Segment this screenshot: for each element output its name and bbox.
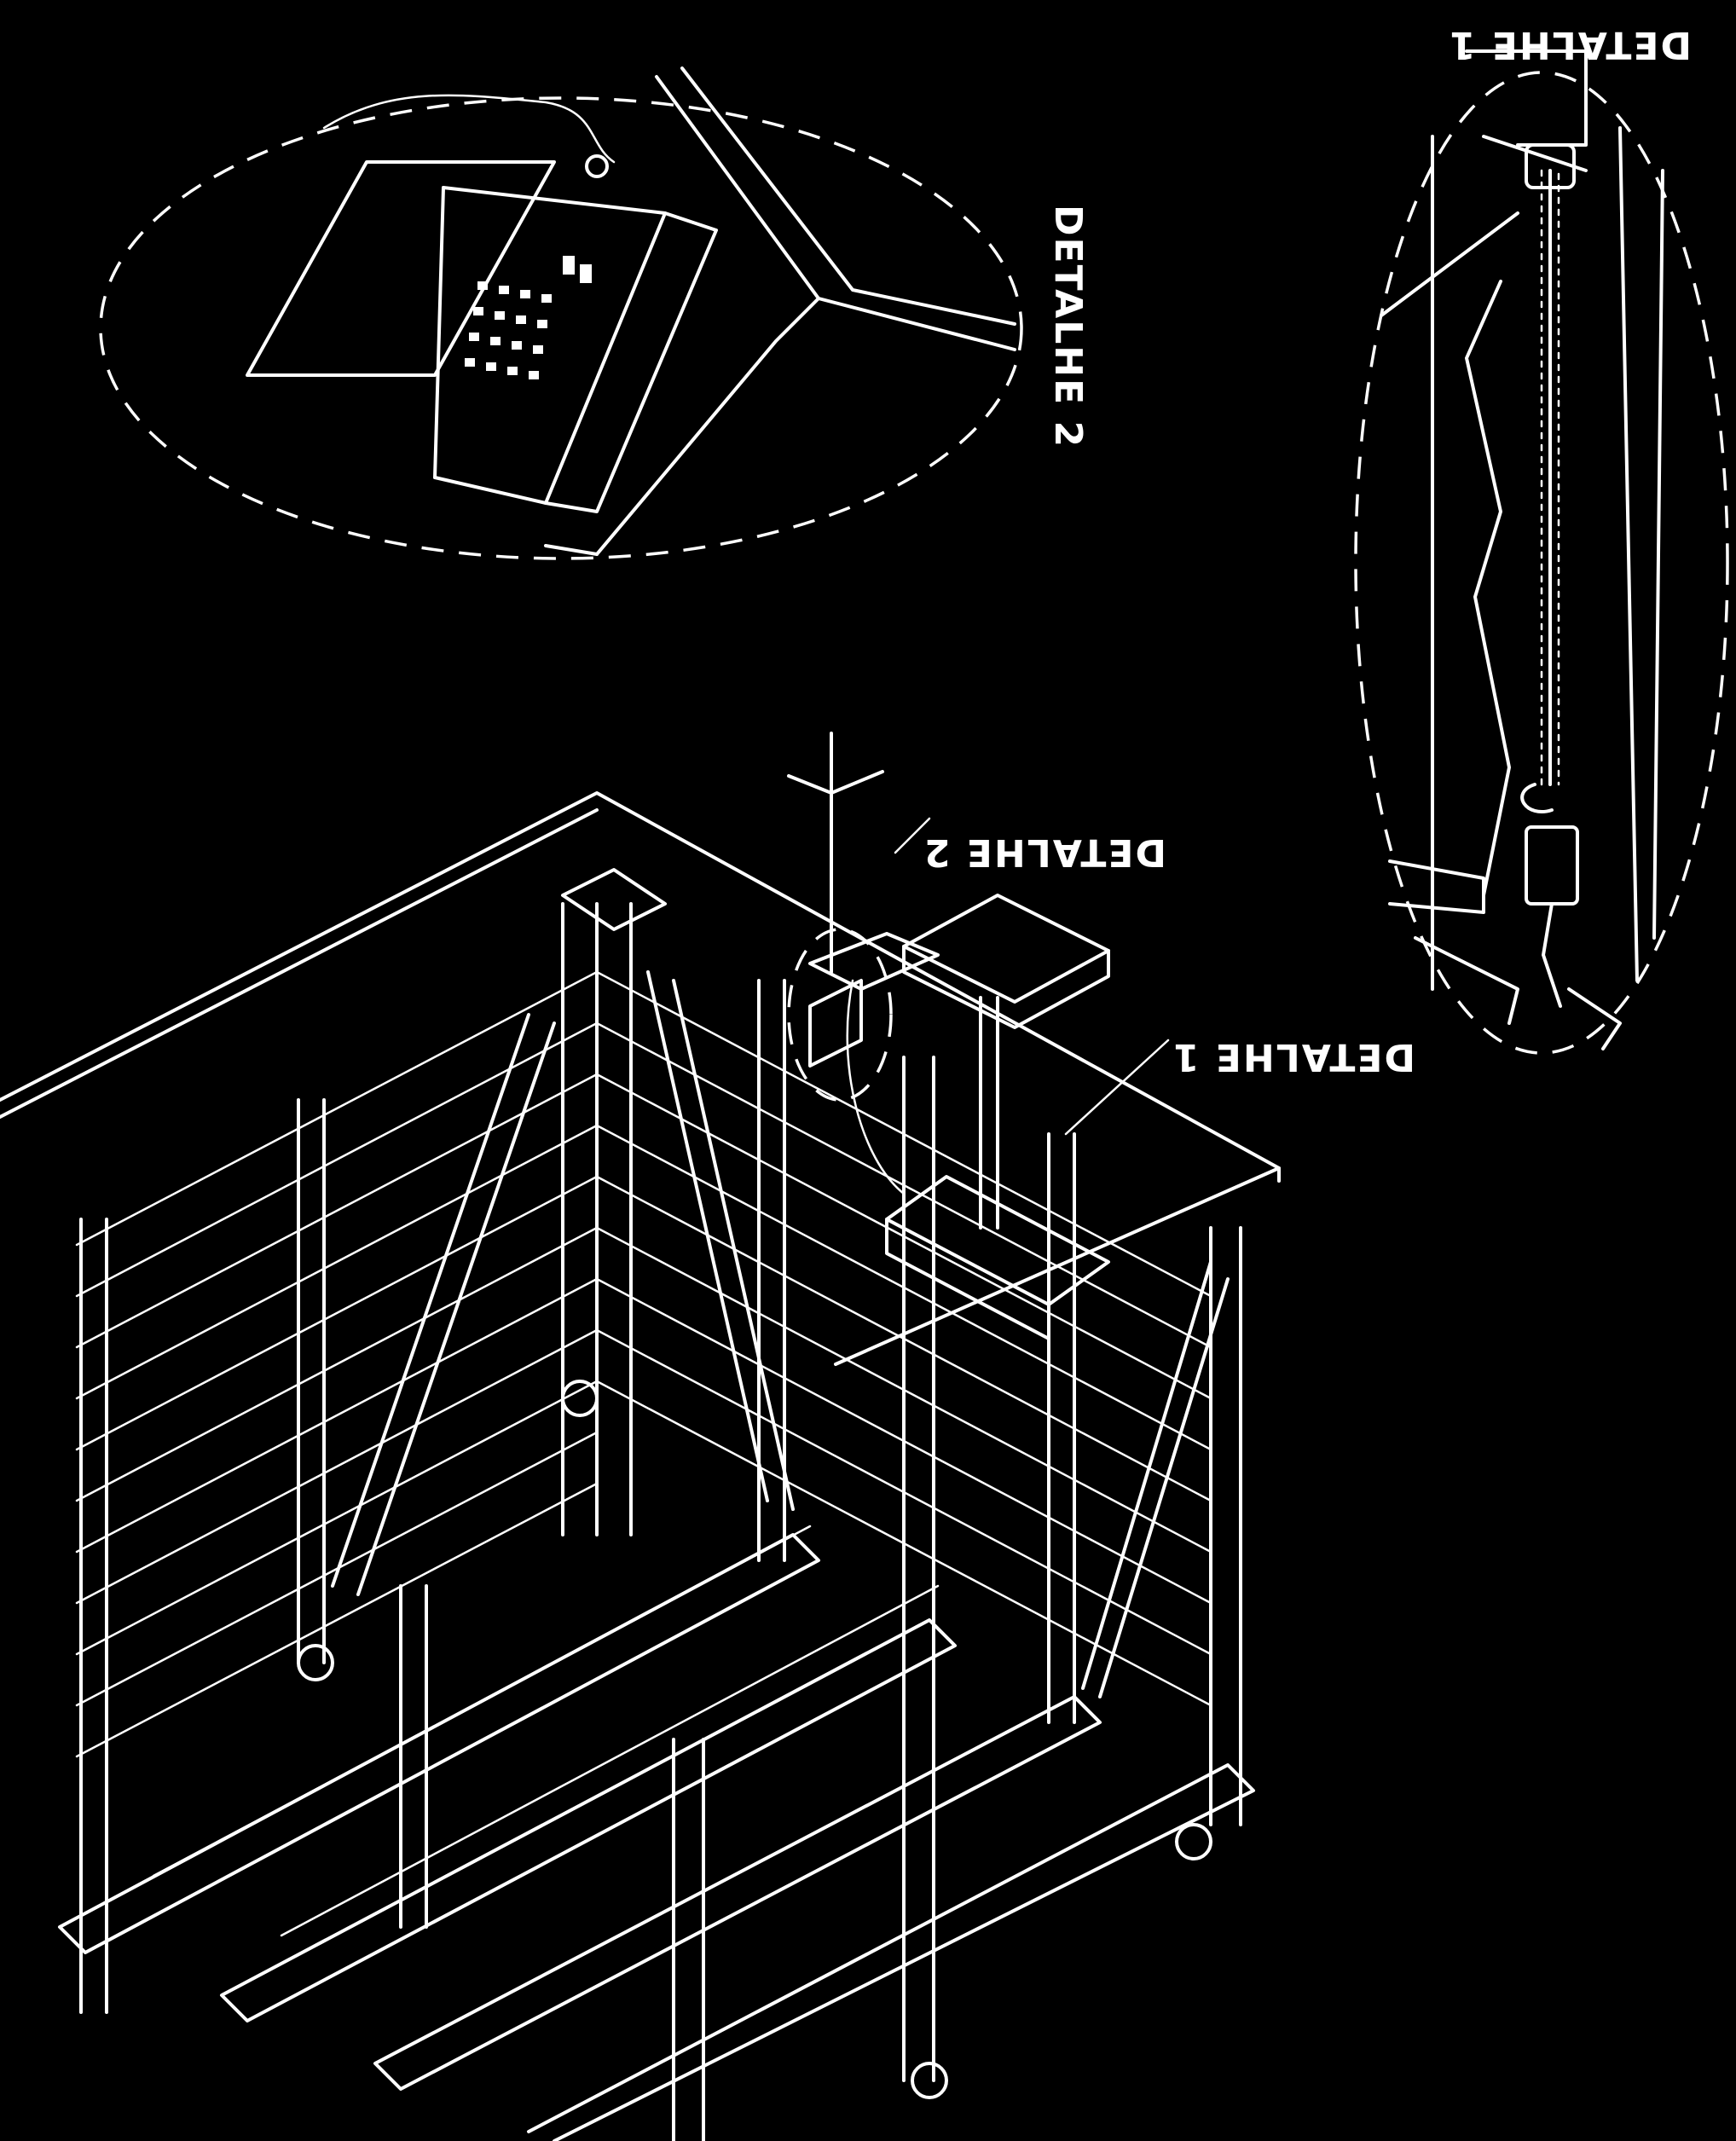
keypad-buttons	[465, 256, 592, 379]
control-box-small	[787, 928, 893, 1102]
main-structure: DETALHE 2 DETALHE 1	[0, 732, 1415, 2141]
chain-hoist-drawing	[1380, 49, 1664, 1050]
detail-1-ellipse	[1354, 71, 1729, 1055]
detail-2-ellipse	[99, 96, 1023, 560]
wheels	[297, 1380, 1212, 2099]
back-wall-planks-left	[75, 970, 599, 1758]
callout-detail-1: DETALHE 1	[1064, 1035, 1415, 1136]
control-box-drawing	[246, 67, 1016, 556]
detail-1-inset: DETALHE 1	[1354, 23, 1729, 1055]
antenna	[787, 732, 884, 974]
detail-1-inset-label: DETALHE 1	[1448, 23, 1692, 67]
callout-detail-2: DETALHE 2	[894, 817, 1166, 874]
hoist-assembly	[846, 979, 1110, 1340]
diagonal-braces	[331, 970, 1230, 1698]
detail-2-label: DETALHE 2	[923, 830, 1166, 874]
floor-runners	[58, 1525, 1255, 2141]
detail-1-label: DETALHE 1	[1172, 1035, 1415, 1079]
chain	[1540, 169, 1560, 786]
detail-2-inset: DETALHE 2	[99, 67, 1090, 560]
beam-pads	[561, 868, 1110, 1029]
vertical-posts	[79, 902, 1242, 2141]
detail-2-inset-label: DETALHE 2	[1046, 205, 1090, 448]
